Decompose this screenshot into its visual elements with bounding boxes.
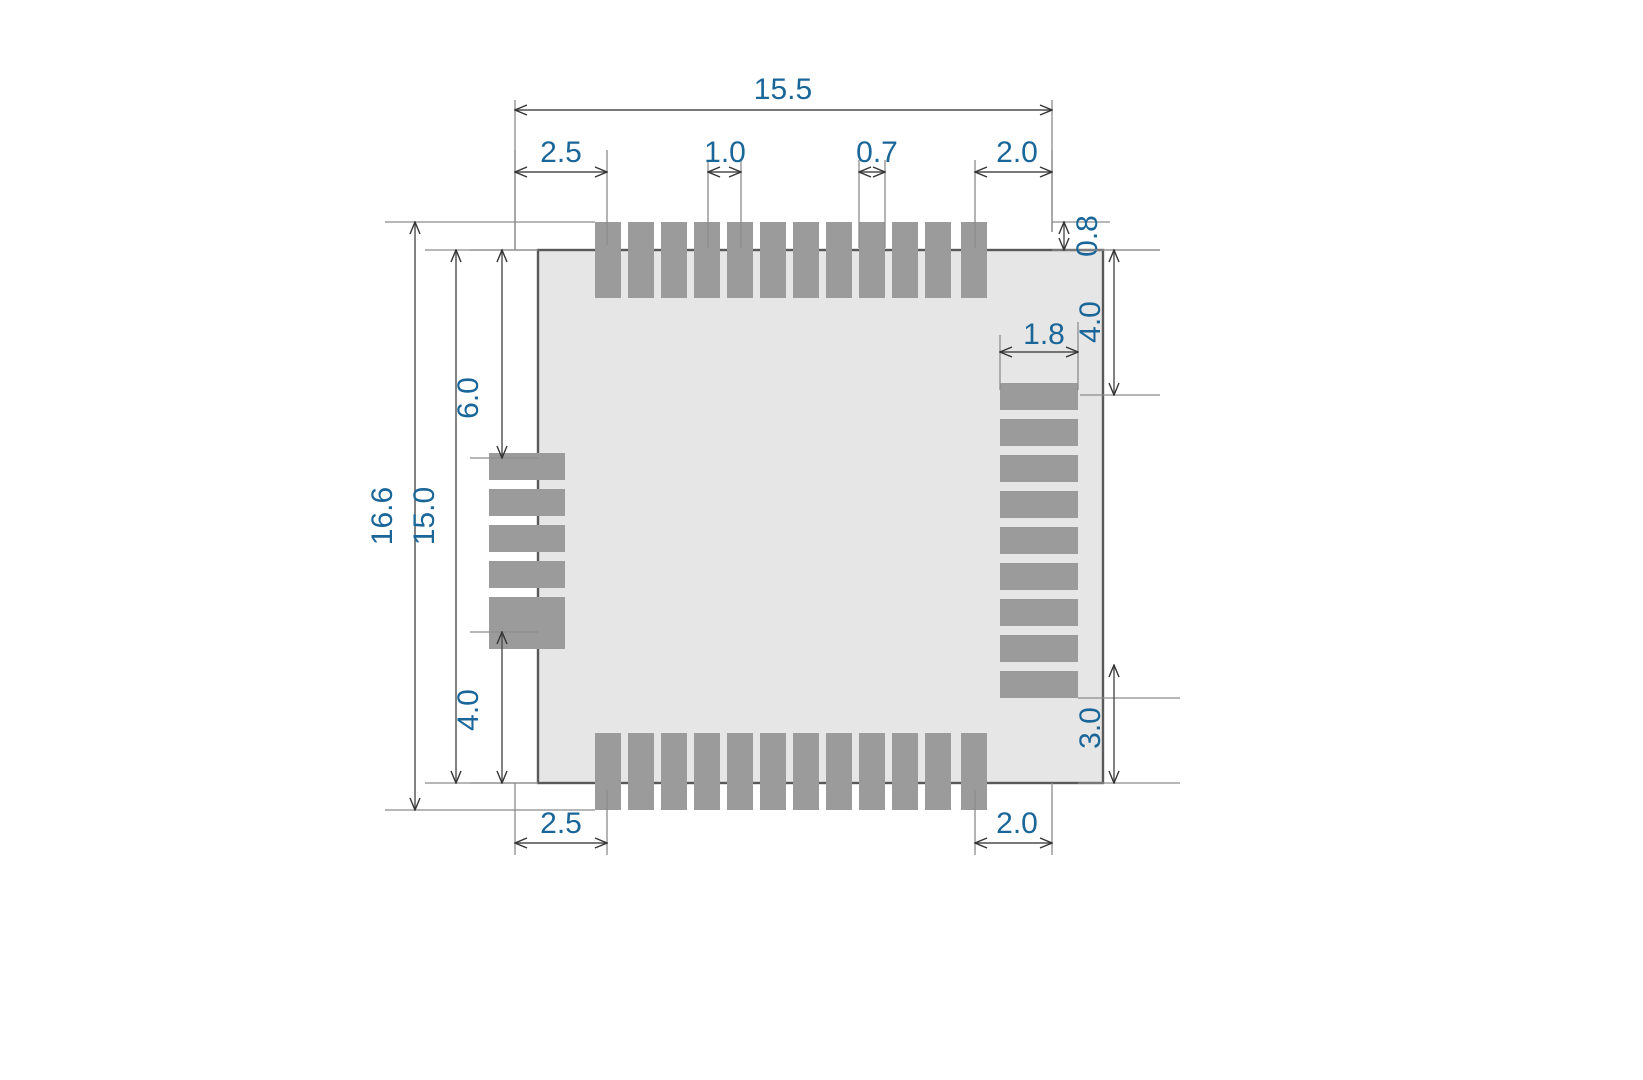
pad-top-2 <box>628 222 654 298</box>
pad-top-7 <box>793 222 819 298</box>
pad-top-3 <box>661 222 687 298</box>
dimension-bottom-left-offset: 2.5 <box>515 783 607 855</box>
pad-bottom-7 <box>793 733 819 810</box>
pad-left-6 <box>489 622 565 649</box>
pad-top-1 <box>595 222 621 298</box>
pad-top-11 <box>925 222 951 298</box>
pad-bottom-4 <box>694 733 720 810</box>
dimension-bottom-right-offset: 2.0 <box>975 783 1052 855</box>
dim-label-1-0: 1.0 <box>704 136 746 169</box>
pad-left-5 <box>489 597 565 624</box>
dimension-top-right-offset: 2.0 <box>975 136 1052 248</box>
pad-right-4 <box>1000 491 1078 518</box>
dim-label-6-0: 6.0 <box>452 377 485 419</box>
dimension-left-top-offset: 6.0 <box>452 250 538 458</box>
pad-bottom-6 <box>760 733 786 810</box>
pad-bottom-3 <box>661 733 687 810</box>
pad-top-10 <box>892 222 918 298</box>
right-pad-column <box>1000 383 1078 698</box>
dimension-right-pad-length: 1.8 <box>1000 318 1078 390</box>
dim-label-16-6: 16.6 <box>366 487 399 545</box>
pad-right-2 <box>1000 419 1078 446</box>
dim-label-15-0: 15.0 <box>408 487 441 545</box>
pad-right-9 <box>1000 671 1078 698</box>
pad-right-8 <box>1000 635 1078 662</box>
dimension-overall-height-outer: 16.6 <box>366 222 595 810</box>
pad-left-3 <box>489 525 565 552</box>
dimension-pad-width: 0.7 <box>856 136 898 248</box>
pad-bottom-9 <box>859 733 885 810</box>
dim-label-bottom-2-5: 2.5 <box>540 807 582 840</box>
dim-label-bottom-2-0: 2.0 <box>996 807 1038 840</box>
pad-left-1 <box>489 453 565 480</box>
pad-right-7 <box>1000 599 1078 626</box>
dim-label-right-4-0: 4.0 <box>1074 301 1107 343</box>
dimension-top-left-offset: 2.5 <box>515 136 607 250</box>
pad-top-6 <box>760 222 786 298</box>
dim-label-top-2-0: 2.0 <box>996 136 1038 169</box>
dim-label-15-5: 15.5 <box>754 73 812 106</box>
pad-bottom-2 <box>628 733 654 810</box>
pad-bottom-10 <box>892 733 918 810</box>
dimension-right-bottom-offset: 3.0 <box>1074 665 1180 783</box>
pad-bottom-12 <box>961 733 987 810</box>
dimension-right-top-offset: 4.0 <box>1074 250 1160 395</box>
pad-right-3 <box>1000 455 1078 482</box>
pad-top-5 <box>727 222 753 298</box>
dimension-pad-pitch: 1.0 <box>704 136 746 248</box>
pad-right-1 <box>1000 383 1078 410</box>
bottom-pad-row <box>595 733 987 810</box>
pad-top-12 <box>961 222 987 298</box>
top-pad-row <box>595 222 987 298</box>
pad-bottom-5 <box>727 733 753 810</box>
pad-right-6 <box>1000 563 1078 590</box>
pad-right-5 <box>1000 527 1078 554</box>
pad-bottom-1 <box>595 733 621 810</box>
pad-bottom-11 <box>925 733 951 810</box>
pad-top-4 <box>694 222 720 298</box>
dim-label-left-4-0: 4.0 <box>452 689 485 731</box>
pad-top-9 <box>859 222 885 298</box>
pad-left-2 <box>489 489 565 516</box>
pad-bottom-8 <box>826 733 852 810</box>
dim-label-0-7: 0.7 <box>856 136 898 169</box>
dim-label-top-2-5: 2.5 <box>540 136 582 169</box>
pad-left-4 <box>489 561 565 588</box>
pad-top-8 <box>826 222 852 298</box>
dim-label-1-8: 1.8 <box>1023 318 1065 351</box>
dimension-left-bottom-offset: 4.0 <box>452 632 538 783</box>
dim-label-3-0: 3.0 <box>1074 707 1107 749</box>
